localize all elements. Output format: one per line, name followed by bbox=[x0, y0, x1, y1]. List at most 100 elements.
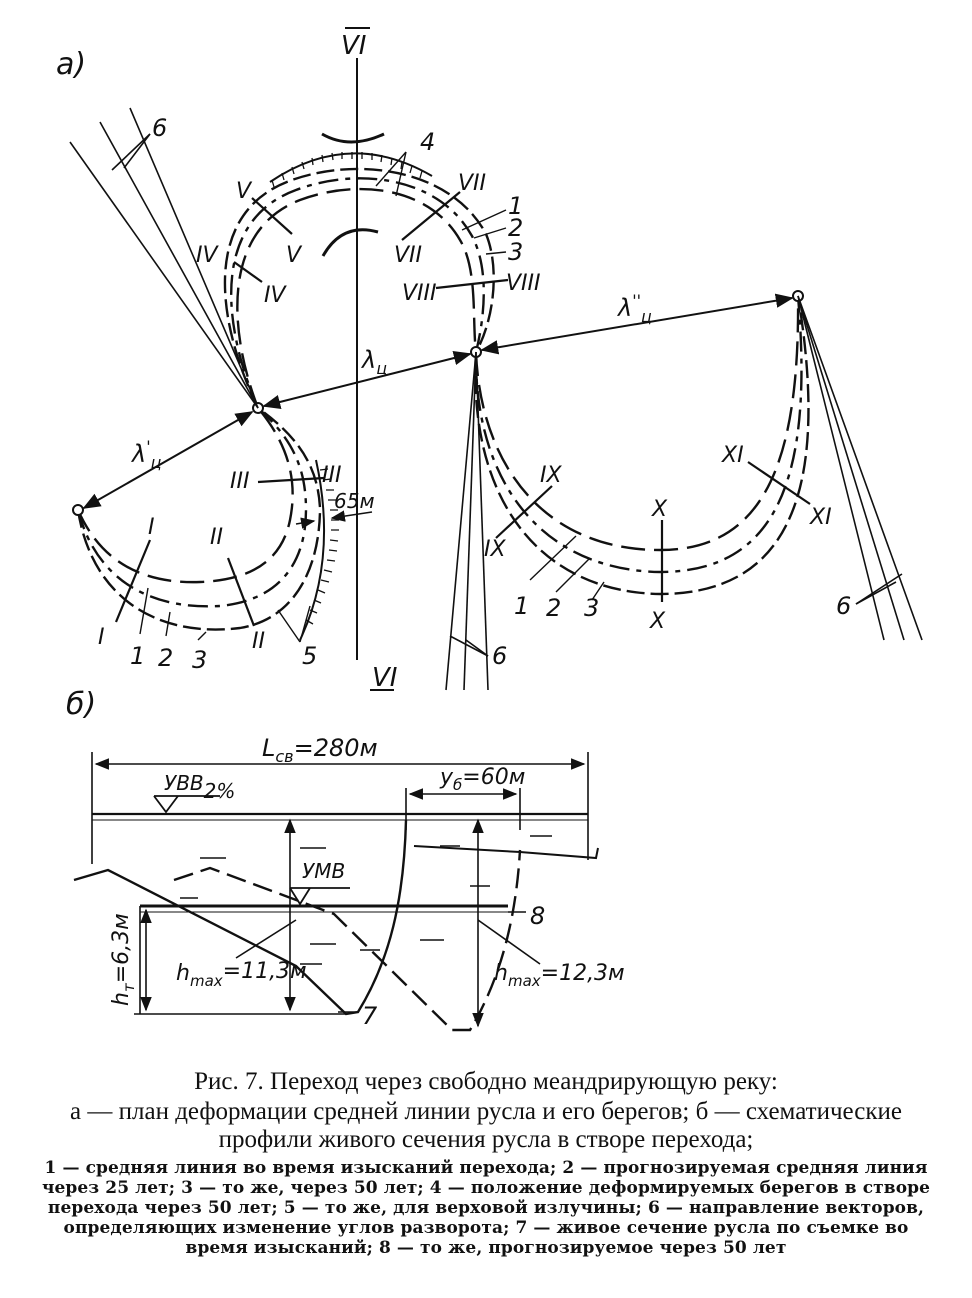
panel-a-label: а) bbox=[56, 47, 86, 82]
right-loop-line-1 bbox=[474, 295, 800, 552]
section-line-ix bbox=[495, 485, 553, 539]
uvv-marker bbox=[153, 795, 220, 814]
section-label-i-top: I bbox=[148, 515, 155, 540]
right-bank-top bbox=[413, 845, 599, 860]
dim-65 bbox=[295, 510, 373, 529]
section-label-v-left: V bbox=[236, 179, 253, 204]
figure-caption-notes: 1 — средняя линия во время изысканий пер… bbox=[41, 1158, 931, 1258]
profile-label-8: 8 bbox=[530, 902, 545, 930]
water-levels bbox=[92, 812, 588, 965]
umv-marker bbox=[289, 887, 350, 906]
line-label-3-left: 3 bbox=[192, 646, 207, 674]
left-loop-line-1 bbox=[76, 407, 294, 584]
section-label-xi-top: XI bbox=[721, 443, 744, 468]
section-label-i-bottom: I bbox=[98, 625, 105, 650]
line-label-leaders bbox=[139, 151, 605, 643]
bank-line-4 bbox=[269, 152, 433, 188]
section-line-iii bbox=[257, 476, 325, 484]
section-label-ix-bottom: IX bbox=[484, 537, 506, 562]
dim-hmax1 bbox=[235, 818, 297, 1012]
section-label-vii-bottom: VII bbox=[394, 243, 422, 268]
line-label-3-right: 3 bbox=[584, 594, 599, 622]
upper-loop-curves bbox=[223, 167, 495, 409]
section-label-v-right: V bbox=[286, 243, 303, 268]
section-label-viii-left: VIII bbox=[402, 281, 437, 306]
umv-label: УМВ bbox=[302, 859, 345, 883]
right-loop-line-3 bbox=[474, 295, 810, 596]
section-line-iv bbox=[233, 261, 263, 283]
lambda-arrow-dprime bbox=[480, 293, 794, 355]
dim-ht bbox=[134, 906, 346, 1015]
section-label-iv-right: IV bbox=[264, 283, 287, 308]
lambda-arrow-prime bbox=[82, 411, 254, 509]
section-label-x-bottom: X bbox=[649, 609, 666, 634]
left-loop-curves bbox=[76, 407, 322, 631]
line-label-6-right: 6 bbox=[836, 592, 851, 620]
section-label-iii-right: III bbox=[322, 463, 341, 488]
lambda-main-label: λц bbox=[360, 346, 387, 378]
line-label-6-bottom: 6 bbox=[492, 642, 507, 670]
line-labels: 4 1 2 3 1 2 3 5 1 2 3 bbox=[130, 128, 599, 674]
point-left bbox=[72, 504, 84, 516]
meander-diagram: а) VI VI bbox=[56, 27, 923, 1032]
section-label-x-top: X bbox=[651, 497, 668, 522]
meander-points bbox=[72, 290, 804, 516]
line-label-3-upper: 3 bbox=[508, 238, 523, 266]
line-label-1-left: 1 bbox=[130, 642, 145, 670]
line-label-6-top: 6 bbox=[152, 114, 167, 142]
section-line-xi bbox=[747, 461, 811, 505]
line-label-2-upper: 2 bbox=[508, 214, 523, 242]
section-lines bbox=[114, 191, 811, 627]
section-label-vi-top: VI bbox=[341, 31, 366, 61]
line-label-5: 5 bbox=[302, 642, 317, 670]
section-label-vi-bottom: VI bbox=[372, 663, 397, 693]
section-labels: I I II II III III IV IV V V VII VII VIII… bbox=[98, 171, 832, 654]
left-loop-line-2 bbox=[76, 407, 308, 608]
lambda-arrows bbox=[82, 293, 794, 509]
section-line-i bbox=[114, 539, 152, 623]
profile-label-7: 7 bbox=[362, 1002, 378, 1030]
right-loop-line-2 bbox=[474, 295, 803, 574]
dim-hmax1-label: hmax=11,3м bbox=[176, 959, 307, 990]
right-loop-curves bbox=[474, 295, 810, 596]
line-label-2-right: 2 bbox=[546, 594, 561, 622]
section-line-viii bbox=[435, 278, 509, 290]
lambda-arrow-main bbox=[262, 350, 472, 410]
section-label-vii-top: VII bbox=[458, 171, 486, 196]
dim-yb-label: уб=60м bbox=[439, 765, 525, 794]
dim-hmax2-label: hmax=12,3м bbox=[494, 961, 625, 990]
section-label-ii-bottom: II bbox=[252, 629, 265, 654]
dim-ht-label: hт=6,3м bbox=[109, 913, 138, 1006]
vector-lines-6 bbox=[69, 107, 923, 691]
profile-7 bbox=[73, 819, 408, 1016]
bank-line-5 bbox=[299, 459, 339, 641]
upper-loop-line-1 bbox=[236, 187, 478, 409]
profile-8 bbox=[173, 849, 522, 1032]
line-label-2-left: 2 bbox=[158, 644, 173, 672]
dim-yb bbox=[405, 788, 521, 830]
section-label-ii-top: II bbox=[210, 525, 223, 550]
section-label-iii-left: III bbox=[230, 469, 249, 494]
dim-65-label: 65м bbox=[334, 489, 375, 513]
section-label-xi-bottom: XI bbox=[809, 505, 832, 530]
section-line-ii bbox=[226, 557, 256, 627]
dim-l bbox=[91, 752, 589, 864]
lambda-dprime-label: λ''ц bbox=[616, 291, 652, 326]
line-label-4: 4 bbox=[420, 128, 435, 156]
upper-loop-line-2 bbox=[230, 177, 485, 409]
figure-caption-main: а — план деформации средней линии русла … bbox=[70, 1098, 902, 1153]
section-label-viii-right: VIII bbox=[506, 271, 541, 296]
lambda-prime-label: λ'ц bbox=[130, 437, 162, 472]
section-line-v bbox=[251, 197, 293, 235]
loop-top-arcs bbox=[321, 132, 385, 257]
left-loop-line-3 bbox=[76, 407, 322, 631]
upper-loop-line-3 bbox=[223, 167, 495, 409]
uvv-label: УВВ2% bbox=[164, 771, 235, 803]
figure-caption-title: Рис. 7. Переход через свободно меандриру… bbox=[194, 1068, 778, 1095]
line-label-1-upper: 1 bbox=[508, 192, 523, 220]
line-label-1-right: 1 bbox=[514, 592, 529, 620]
dim-hmax2 bbox=[472, 818, 541, 1028]
section-line-vii bbox=[401, 191, 461, 241]
section-label-iv-left: IV bbox=[196, 243, 219, 268]
dim-l-label: Lсв=280м bbox=[262, 734, 378, 766]
